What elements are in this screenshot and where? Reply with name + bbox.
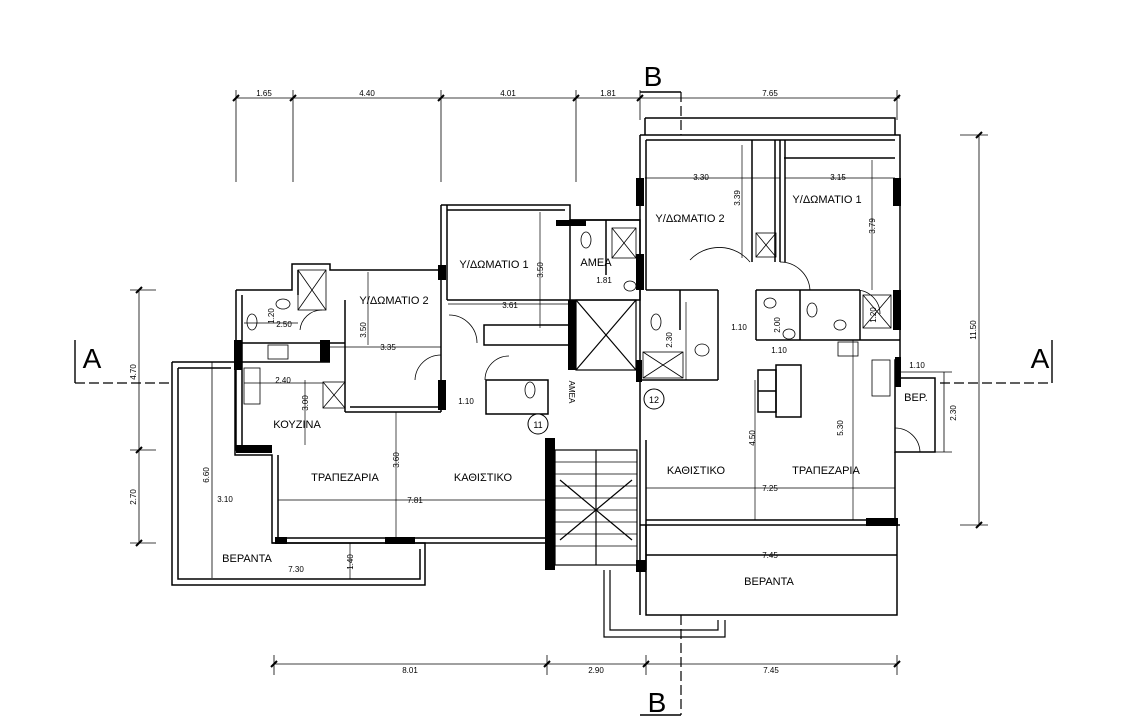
- right-dim-2: 2.30: [949, 405, 958, 421]
- u11-amea-upper-label: ΑΜΕΑ: [580, 257, 612, 269]
- unit-11-number-circle: [527, 413, 549, 435]
- unit-11-solid-walls: [234, 220, 586, 570]
- bottom-dim-3: 7.45: [763, 666, 779, 675]
- interior-dim-lines: [244, 145, 897, 579]
- dimension-lines: [130, 90, 988, 675]
- top-dim-4: 1.81: [600, 89, 616, 98]
- u11-dining-label: ΤΡΑΠΕΖΑΡΙΑ: [311, 472, 379, 484]
- u11-dim-kit-w: 2.40: [275, 376, 291, 385]
- top-dim-1: 1.65: [256, 89, 272, 98]
- u11-dim-lobby: 1.10: [458, 397, 474, 406]
- u11-dim-liv-w: 7.81: [407, 496, 423, 505]
- u11-dim-wc-w: 2.50: [276, 320, 292, 329]
- u11-dim-amea-w: 1.81: [596, 276, 612, 285]
- right-dim-1: 11.50: [969, 320, 978, 340]
- u11-dim-b2-h: 3.50: [359, 322, 368, 338]
- u11-living-label: ΚΑΘΙΣΤΙΚΟ: [454, 472, 513, 484]
- u12-living-label: ΚΑΘΙΣΤΙΚΟ: [667, 465, 726, 477]
- u12-dim-liv-h: 4.50: [748, 430, 757, 446]
- u12-veranda-label: ΒΕΡΑΝΤΑ: [744, 576, 794, 588]
- u11-dim-b1-h: 3.50: [536, 262, 545, 278]
- bottom-dim-1: 8.01: [402, 666, 418, 675]
- u11-dim-dining-h: 3.60: [392, 452, 401, 468]
- section-mark-a-left: A: [83, 343, 102, 374]
- left-dim-3: 6.60: [202, 467, 211, 483]
- top-dim-5: 7.65: [762, 89, 778, 98]
- section-lines: [75, 92, 1052, 715]
- u11-dim-ver-h: 1.40: [346, 554, 355, 570]
- u11-dim-b1-w: 3.61: [502, 301, 518, 310]
- section-brackets: [74, 91, 1053, 716]
- u11-kitchen-label: ΚΟΥΖΙΝΑ: [273, 419, 321, 431]
- u11-bedroom1-label: Υ/ΔΩΜΑΤΙΟ 1: [459, 259, 528, 271]
- u12-bedroom1-label: Υ/ΔΩΜΑΤΙΟ 1: [792, 194, 861, 206]
- u12-dim-wc-w: 1.10: [771, 346, 787, 355]
- dimension-ticks: [135, 94, 983, 668]
- right-dim-3: 1.10: [909, 361, 925, 370]
- u12-dim-b2-h: 3.39: [733, 190, 742, 206]
- u11-dim-ver-w: 7.30: [288, 565, 304, 574]
- u12-dim-liv-w: 7.25: [762, 484, 778, 493]
- u12-dim-bath-w: 1.10: [731, 323, 747, 332]
- u11-dim-b2-w: 3.35: [380, 343, 396, 352]
- u12-dim-bath-h: 2.30: [665, 332, 674, 348]
- u12-dim-b1-w: 3.15: [830, 173, 846, 182]
- u11-dim-wc-h: 1.20: [267, 308, 276, 324]
- unit-12-solid-walls: [636, 178, 901, 572]
- stair-core: [554, 299, 726, 638]
- left-dim-1: 4.70: [129, 364, 138, 380]
- unit-12-number: 12: [649, 395, 659, 405]
- u12-dim-ver-w: 7.45: [762, 551, 778, 560]
- u11-veranda-label: ΒΕΡΑΝΤΑ: [222, 553, 272, 565]
- unit-12-number-circle: [643, 388, 665, 410]
- u12-store-label: ΒΕΡ.: [904, 392, 928, 404]
- u11-dim-kit-h: 3.00: [301, 395, 310, 411]
- u12-dining-label: ΤΡΑΠΕΖΑΡΙΑ: [792, 465, 860, 477]
- section-mark-a-right: A: [1031, 343, 1050, 374]
- u12-dim-din-h: 5.30: [836, 420, 845, 436]
- u11-dim-ver-side: 3.10: [217, 495, 233, 504]
- u12-dim-wc-s: 1.20: [869, 307, 878, 323]
- unit-12-walls: [639, 117, 936, 616]
- top-dim-3: 4.01: [500, 89, 516, 98]
- left-dim-2: 2.70: [129, 489, 138, 505]
- section-mark-b-top: B: [644, 61, 663, 92]
- u12-dim-b1-h: 3.79: [868, 218, 877, 234]
- u12-dim-wc-h: 2.00: [773, 317, 782, 333]
- top-dim-2: 4.40: [359, 89, 375, 98]
- bottom-dim-2: 2.90: [588, 666, 604, 675]
- u12-bedroom2-label: Υ/ΔΩΜΑΤΙΟ 2: [655, 213, 724, 225]
- unit-11-number: 11: [533, 420, 542, 430]
- fixtures: [243, 227, 921, 453]
- u12-dim-b2-w: 3.30: [693, 173, 709, 182]
- u11-bedroom2-label: Υ/ΔΩΜΑΤΙΟ 2: [359, 295, 428, 307]
- u11-amea-lower-label: ΑΜΕΑ: [567, 381, 576, 404]
- section-mark-b-bottom: B: [648, 687, 667, 718]
